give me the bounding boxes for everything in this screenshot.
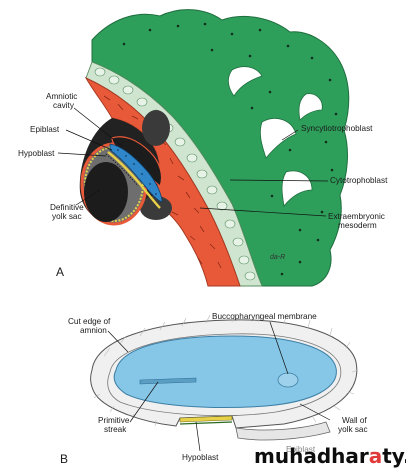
label-hypoblast-bottom: Hypoblast bbox=[182, 453, 219, 462]
label-cytotrophoblast: Cytotrophoblast bbox=[330, 176, 388, 185]
buccopharyngeal-membrane bbox=[277, 372, 299, 388]
epiblast-layer bbox=[109, 143, 163, 203]
label-primitive-streak: Primitive streak bbox=[98, 416, 132, 434]
label-amniotic-cavity: Amniotic cavity bbox=[46, 92, 80, 110]
lacuna-shape bbox=[298, 93, 323, 121]
lacuna-shape bbox=[228, 66, 263, 97]
label-epiblast-bottom: Epiblast bbox=[286, 445, 316, 454]
panel-b-figure bbox=[90, 313, 359, 452]
label-epiblast: Epiblast bbox=[30, 125, 60, 134]
panel-label-b: B bbox=[60, 452, 68, 466]
label-cut-edge-of-amnion: Cut edge of amnion bbox=[68, 317, 113, 335]
primitive-streak bbox=[139, 377, 197, 385]
lacuna-shape bbox=[259, 118, 297, 159]
cytotrophoblast-cells bbox=[94, 67, 256, 281]
label-wall-of-yolk-sac: Wall of yolk sac bbox=[338, 416, 369, 434]
hypoblast-edge bbox=[179, 415, 233, 423]
panel-a-figure: da-R bbox=[57, 9, 350, 287]
label-buccopharyngeal-membrane: Buccopharyngeal membrane bbox=[212, 312, 317, 321]
label-syncytiotrophoblast: Syncytiotrophoblast bbox=[301, 124, 373, 133]
watermark: muhadharaty.com bbox=[254, 444, 406, 468]
artist-signature: da-R bbox=[270, 254, 285, 261]
hypoblast-layer bbox=[107, 151, 161, 209]
label-extraembryonic-mesoderm: Extraembryonic mesoderm bbox=[328, 212, 387, 230]
label-definitive-yolk-sac: Definitive yolk sac bbox=[50, 203, 86, 221]
label-hypoblast: Hypoblast bbox=[18, 149, 55, 158]
panel-label-a: A bbox=[56, 265, 64, 279]
lacuna-shape bbox=[281, 170, 313, 207]
